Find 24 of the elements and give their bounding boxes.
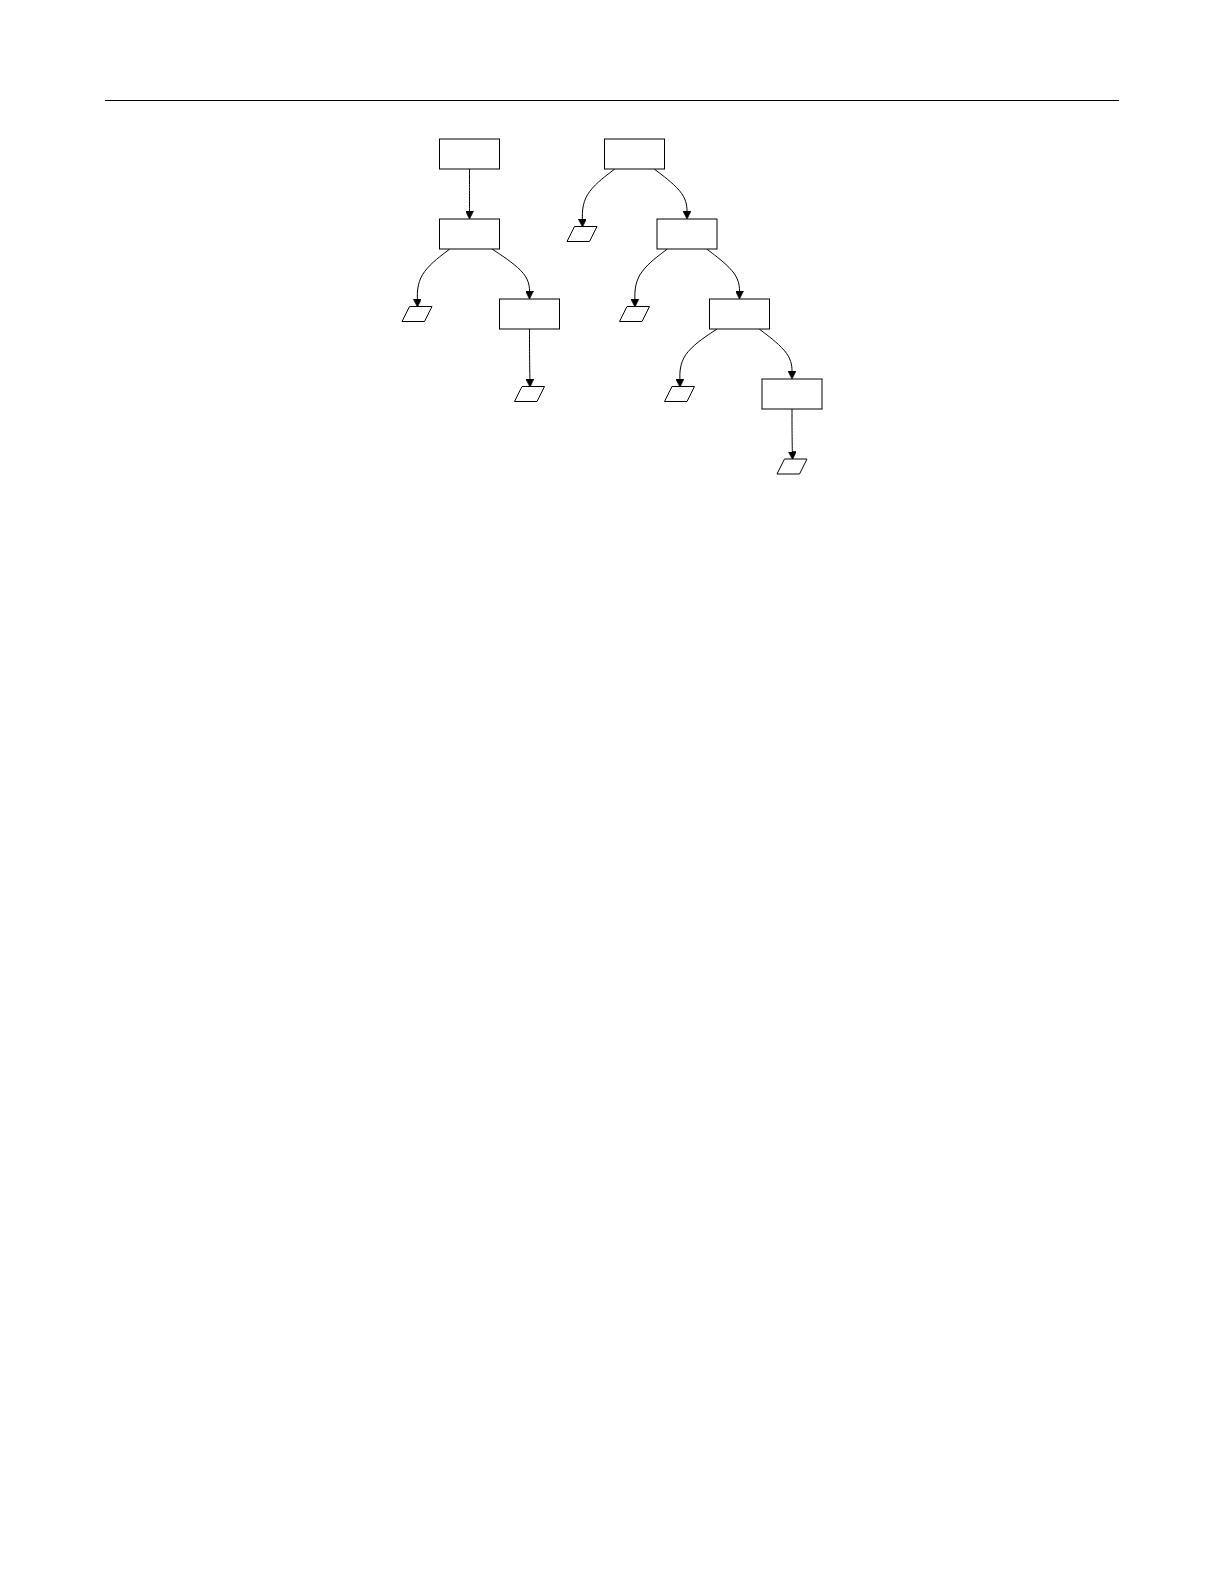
node-parallelogram [514,386,545,402]
node-box [656,218,718,250]
node-parallelogram [776,458,808,475]
node-box [761,378,823,410]
arrow [525,328,535,388]
node-parallelogram [619,306,650,322]
node-parallelogram [664,386,695,402]
node-box [439,218,500,250]
node-parallelogram [401,306,433,322]
arrow [578,168,616,228]
arrow [758,328,797,380]
node-box [604,138,665,170]
arrow [653,168,692,220]
node-box [499,298,560,330]
node-box [709,298,770,330]
node-box [439,138,500,170]
arrow [465,168,474,220]
arrow [706,248,744,300]
arrow [630,248,668,308]
arrow [413,248,451,308]
arrow [787,408,797,460]
arrow [675,328,718,388]
node-parallelogram [566,226,598,242]
arrow [491,248,534,300]
